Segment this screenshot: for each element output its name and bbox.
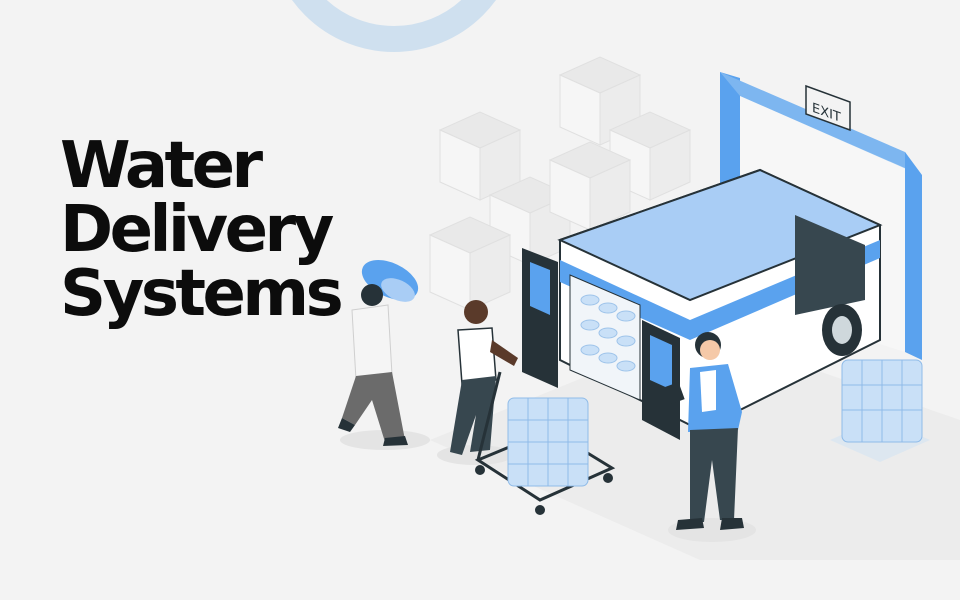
exit-sign: EXIT (805, 84, 851, 132)
title-line-2: Delivery (60, 193, 334, 267)
title-line-3: Systems (60, 257, 344, 331)
title-line-1: Water (60, 129, 263, 203)
page-title: Water Delivery Systems (60, 129, 344, 331)
bottle-pallet (830, 359, 930, 462)
stacked-boxes (428, 56, 692, 311)
person-carrying-jug (338, 260, 430, 450)
supervisor-with-tablet (665, 332, 756, 542)
delivery-van (522, 168, 883, 440)
hand-cart (474, 371, 616, 515)
delivery-illustration: EXIT (338, 56, 960, 560)
